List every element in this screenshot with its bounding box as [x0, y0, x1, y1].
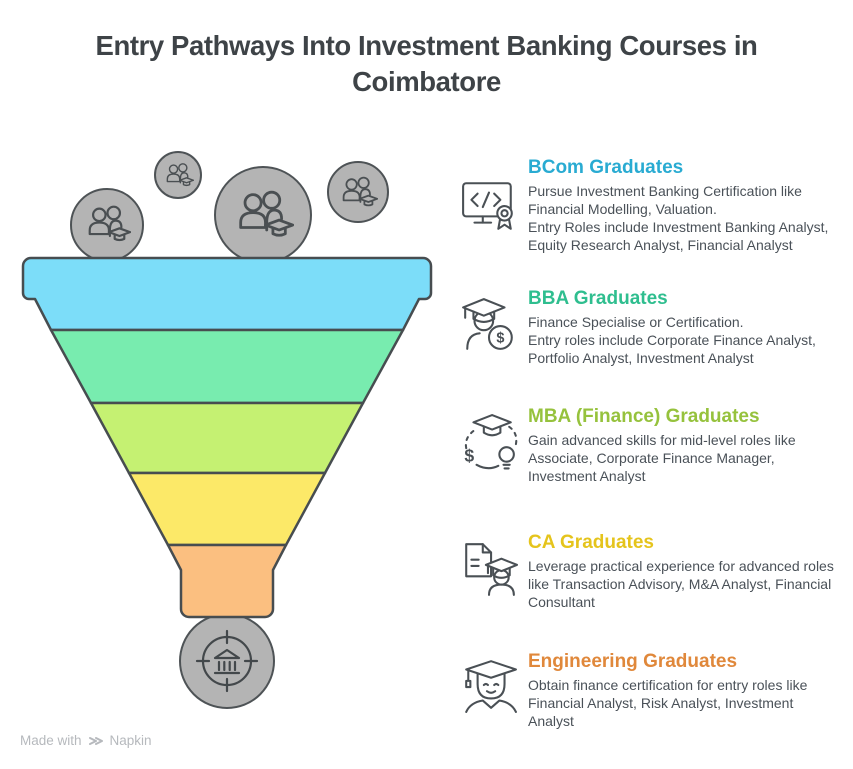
people-circle: [154, 151, 202, 199]
title-block: Entry Pathways Into Investment Banking C…: [0, 28, 853, 101]
attribution: Made with Napkin: [20, 733, 152, 748]
document-graduate-icon: [460, 539, 519, 597]
section-engineering: Engineering Graduates Obtain finance cer…: [456, 651, 842, 730]
section-body: Leverage practical experience for advanc…: [528, 557, 834, 610]
svg-text:$: $: [464, 446, 474, 466]
funnel-layer-3: [89, 401, 365, 475]
funnel-diagram: [0, 140, 460, 769]
section-bcom: BCom Graduates Pursue Investment Banking…: [456, 157, 842, 254]
section-heading: CA Graduates: [528, 532, 654, 553]
section-body: Obtain finance certification for entry r…: [528, 676, 808, 729]
page-title: Entry Pathways Into Investment Banking C…: [95, 30, 758, 98]
section-heading: MBA (Finance) Graduates: [528, 406, 760, 427]
section-body: Pursue Investment Banking Certification …: [528, 182, 802, 217]
section-mba: $ MBA (Finance) Graduates Gain advanced …: [456, 406, 842, 485]
section-heading: BCom Graduates: [528, 157, 684, 178]
section-body: Entry Roles include Investment Banking A…: [528, 218, 829, 254]
smiling-graduate-icon: [460, 656, 518, 714]
funnel-layers: [21, 256, 433, 619]
section-body: Entry roles include Corporate Finance An…: [528, 331, 816, 366]
cap-dollar-bulb-cycle-icon: $: [460, 413, 518, 471]
section-heading: BBA Graduates: [528, 288, 668, 309]
monitor-code-certificate-icon: [460, 176, 518, 234]
funnel-layer-5: [166, 543, 288, 619]
funnel-layer-1: [21, 256, 433, 332]
people-circle: [327, 161, 389, 223]
funnel-layer-2: [49, 328, 405, 405]
funnel-svg: [21, 151, 433, 709]
made-with-label: Made with: [20, 733, 82, 748]
section-body: Finance Specialise or Certification.: [528, 313, 744, 330]
bank-circle: [179, 613, 275, 709]
bank-target-icon: [195, 629, 259, 693]
people-circle: [214, 166, 312, 264]
napkin-logo-icon: [88, 736, 103, 745]
brand-label: Napkin: [109, 733, 152, 748]
svg-text:$: $: [496, 331, 504, 347]
people-circle: [70, 188, 144, 262]
funnel-layer-4: [127, 471, 327, 547]
section-ca: CA Graduates Leverage practical experien…: [456, 532, 842, 611]
graduate-dollar-coin-icon: $: [460, 295, 518, 353]
section-heading: Engineering Graduates: [528, 651, 738, 672]
section-body: Gain advanced skills for mid-level roles…: [528, 431, 796, 484]
section-bba: $ BBA Graduates Finance Specialise or Ce…: [456, 288, 842, 367]
